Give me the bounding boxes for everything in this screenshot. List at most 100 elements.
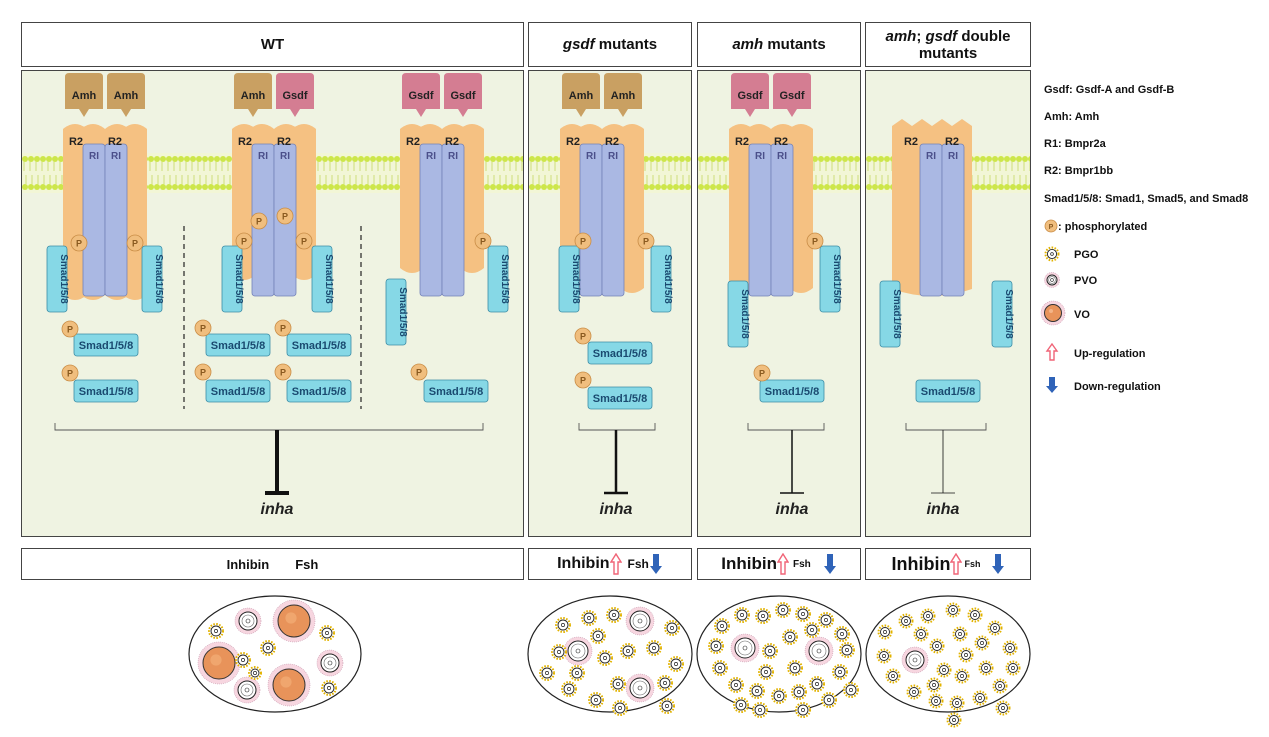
lipid-head bbox=[340, 184, 346, 190]
lipid-head bbox=[58, 184, 64, 190]
legend-pgo-label: PGO bbox=[1074, 249, 1099, 261]
up-arrow-icon bbox=[609, 553, 622, 575]
pgo-oocyte bbox=[599, 652, 611, 664]
pgo-nucleus bbox=[755, 689, 759, 693]
lipid-head bbox=[358, 156, 364, 162]
pgo-oocyte bbox=[784, 631, 796, 643]
lipid-head bbox=[1016, 184, 1022, 190]
ri-receptor bbox=[441, 143, 465, 297]
pgo-nucleus bbox=[891, 674, 895, 678]
pgo-nucleus bbox=[720, 624, 724, 628]
pgo-nucleus bbox=[777, 694, 781, 698]
lipid-head bbox=[866, 184, 872, 190]
pgo-nucleus bbox=[718, 666, 722, 670]
lipid-head bbox=[679, 184, 685, 190]
lipid-head bbox=[992, 184, 998, 190]
lipid-head bbox=[1010, 156, 1016, 162]
phospho-icon bbox=[637, 232, 655, 250]
footer-amh-fsh: Fsh bbox=[792, 558, 811, 570]
smad-box bbox=[205, 333, 271, 357]
r2-receptor bbox=[620, 124, 644, 293]
pgo-oocyte bbox=[990, 623, 1000, 633]
bracket bbox=[747, 423, 825, 431]
ri-receptor bbox=[601, 143, 625, 297]
r2-receptor bbox=[123, 124, 147, 300]
pgo-nucleus bbox=[241, 658, 245, 662]
pgo-nucleus bbox=[761, 614, 765, 618]
lipid-head bbox=[184, 184, 190, 190]
phospho-label: P bbox=[67, 369, 73, 379]
phospho-label: P bbox=[643, 237, 649, 247]
pgo-oocyte bbox=[777, 604, 789, 616]
lipid-head bbox=[986, 156, 992, 162]
phospho-icon bbox=[295, 232, 313, 250]
lipid-head bbox=[490, 156, 496, 162]
phospho-label: P bbox=[580, 332, 586, 342]
bracket bbox=[905, 423, 987, 431]
header-amh-gene: amh bbox=[732, 36, 764, 53]
lipid-head bbox=[514, 156, 520, 162]
lipid-head bbox=[328, 184, 334, 190]
smad-label: Smad1/5/8 bbox=[1003, 289, 1014, 339]
smad-box bbox=[915, 379, 981, 403]
lipid-head bbox=[848, 184, 854, 190]
lipid-head bbox=[172, 184, 178, 190]
smad-box bbox=[587, 386, 653, 410]
ri-label: RI bbox=[280, 151, 290, 162]
pgo-oocyte bbox=[764, 645, 776, 657]
lipid-head bbox=[878, 156, 884, 162]
pgo-nucleus bbox=[973, 613, 977, 617]
r2-label: R2 bbox=[277, 136, 291, 148]
smad-box bbox=[727, 280, 749, 348]
lipid-head bbox=[226, 156, 232, 162]
pgo-nucleus bbox=[934, 699, 938, 703]
amh-ligand-label: Amh bbox=[569, 90, 594, 102]
smad-label: Smad1/5/8 bbox=[233, 254, 244, 304]
lipid-head bbox=[352, 156, 358, 162]
lipid-head bbox=[388, 184, 394, 190]
phospho-label: P bbox=[200, 324, 206, 334]
phospho-label: P bbox=[76, 239, 82, 249]
pgo-nucleus bbox=[325, 631, 329, 635]
lipid-head bbox=[178, 184, 184, 190]
lipid-head bbox=[812, 184, 818, 190]
smad-box bbox=[991, 280, 1013, 348]
header-wt: WT bbox=[21, 22, 524, 67]
pgo-nucleus bbox=[739, 703, 743, 707]
pgo-nucleus bbox=[674, 662, 678, 666]
pgo-oocyte bbox=[661, 700, 673, 712]
header-double-mutants: amh; gsdf double mutants bbox=[865, 22, 1031, 67]
pgo-nucleus bbox=[758, 708, 762, 712]
lipid-head bbox=[184, 156, 190, 162]
ri-label: RI bbox=[448, 151, 458, 162]
lipid-head bbox=[370, 184, 376, 190]
lipid-head bbox=[1004, 184, 1010, 190]
pgo-nucleus bbox=[567, 687, 571, 691]
pgo-oocyte bbox=[614, 702, 626, 714]
pgo-oocyte bbox=[998, 703, 1008, 713]
pgo-oocyte bbox=[789, 662, 801, 674]
ri-label: RI bbox=[426, 151, 436, 162]
pgo-nucleus bbox=[561, 623, 565, 627]
phospho-label: P bbox=[280, 324, 286, 334]
lipid-head bbox=[1022, 184, 1028, 190]
smad-box bbox=[286, 333, 352, 357]
lipid-head bbox=[986, 184, 992, 190]
footer-double-fsh: Fsh bbox=[964, 559, 981, 569]
lipid-head bbox=[496, 156, 502, 162]
pgo-nucleus bbox=[926, 614, 930, 618]
pgo-nucleus bbox=[942, 668, 946, 672]
pvo-nucleus bbox=[637, 618, 643, 624]
vo-yolk bbox=[210, 654, 222, 666]
pgo-nucleus bbox=[984, 666, 988, 670]
pgo-oocyte bbox=[608, 609, 620, 621]
pvo-nucleus bbox=[912, 657, 918, 663]
pgo-oocyte bbox=[952, 698, 962, 708]
phospho-label: P bbox=[812, 237, 818, 247]
ri-label: RI bbox=[755, 151, 765, 162]
lipid-head bbox=[667, 184, 673, 190]
lipid-head bbox=[208, 156, 214, 162]
r2-label: R2 bbox=[406, 136, 420, 148]
r2-receptor bbox=[789, 124, 813, 293]
